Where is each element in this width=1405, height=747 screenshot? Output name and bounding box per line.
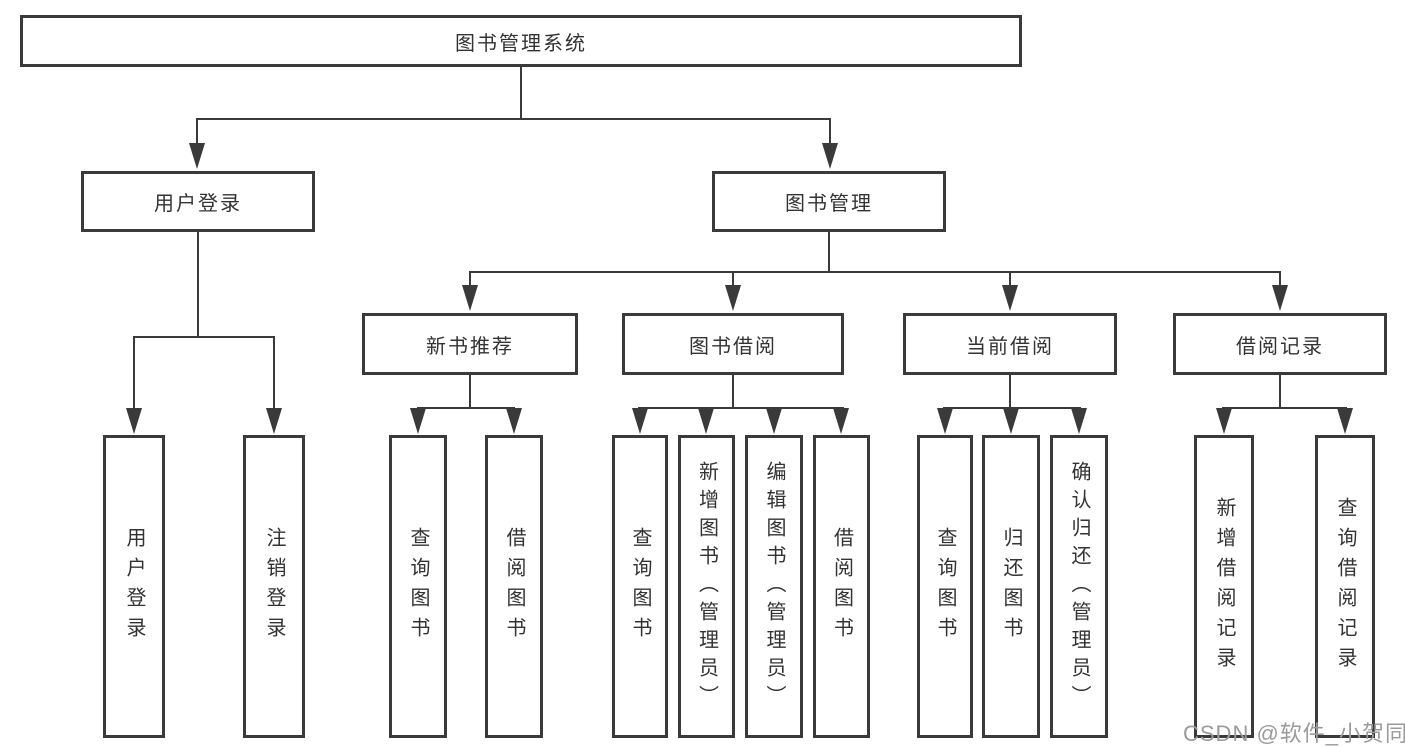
leaf-query-books-2: 查询图书 bbox=[612, 435, 668, 738]
leaf-query-borrow-record: 查询借阅记录 bbox=[1315, 435, 1375, 738]
leaf-edit-books-admin-label: 编辑图书（管理员） bbox=[763, 460, 785, 713]
leaf-confirm-return-admin: 确认归还（管理员） bbox=[1050, 435, 1108, 738]
arrowhead-down-icon bbox=[766, 408, 782, 434]
node-user-login-label: 用户登录 bbox=[154, 193, 242, 215]
node-root-label: 图书管理系统 bbox=[455, 32, 587, 55]
leaf-add-books-admin: 新增图书（管理员） bbox=[678, 435, 735, 738]
leaf-logout-label: 注销登录 bbox=[263, 526, 285, 647]
arrowhead-down-icon bbox=[833, 408, 849, 434]
node-borrow-records-label: 借阅记录 bbox=[1236, 335, 1324, 358]
leaf-borrow-books-1-label: 借阅图书 bbox=[503, 526, 525, 647]
arrowhead-down-icon bbox=[266, 408, 282, 434]
leaf-query-borrow-record-label: 查询借阅记录 bbox=[1334, 496, 1356, 677]
connector-stem bbox=[469, 271, 471, 287]
node-current-borrow-label: 当前借阅 bbox=[966, 335, 1054, 358]
node-new-book-recommend: 新书推荐 bbox=[362, 313, 578, 375]
connector-vline bbox=[828, 232, 830, 273]
node-book-borrow-label: 图书借阅 bbox=[689, 335, 777, 358]
leaf-return-books-label: 归还图书 bbox=[1000, 526, 1022, 647]
arrowhead-down-icon bbox=[1272, 285, 1288, 311]
leaf-borrow-books-2-label: 借阅图书 bbox=[830, 526, 853, 647]
node-new-book-recommend-label: 新书推荐 bbox=[426, 335, 514, 358]
node-book-management: 图书管理 bbox=[712, 171, 946, 232]
connector-hline bbox=[638, 407, 844, 409]
node-book-borrow: 图书借阅 bbox=[622, 313, 844, 375]
arrowhead-down-icon bbox=[725, 285, 741, 311]
node-user-login: 用户登录 bbox=[81, 171, 315, 232]
leaf-logout: 注销登录 bbox=[243, 435, 305, 738]
leaf-confirm-return-admin-label: 确认归还（管理员） bbox=[1068, 460, 1090, 713]
connector-hline bbox=[1222, 407, 1347, 409]
arrowhead-down-icon bbox=[126, 408, 142, 434]
leaf-user-login-label: 用户登录 bbox=[123, 526, 145, 647]
node-book-management-label: 图书管理 bbox=[785, 193, 873, 215]
leaf-query-books-2-label: 查询图书 bbox=[629, 526, 651, 647]
arrowhead-down-icon bbox=[1216, 408, 1232, 434]
leaf-borrow-books-1: 借阅图书 bbox=[485, 435, 543, 738]
csdn-watermark: CSDN @软件_小贺同学 bbox=[1183, 721, 1405, 746]
leaf-borrow-books-2: 借阅图书 bbox=[813, 435, 870, 738]
connector-vline bbox=[197, 232, 199, 338]
connector-hline bbox=[417, 407, 515, 409]
arrowhead-down-icon bbox=[1003, 408, 1019, 434]
arrowhead-down-icon bbox=[1002, 285, 1018, 311]
connector-stem bbox=[829, 118, 831, 146]
connector-hline bbox=[133, 336, 275, 338]
connector-stem bbox=[1279, 271, 1281, 287]
arrowhead-down-icon bbox=[410, 408, 426, 434]
connector-vline bbox=[1009, 375, 1011, 409]
connector-stem bbox=[273, 336, 275, 410]
leaf-query-books-3: 查询图书 bbox=[917, 435, 973, 738]
leaf-add-borrow-record: 新增借阅记录 bbox=[1194, 435, 1254, 738]
connector-stem bbox=[133, 336, 135, 410]
arrowhead-down-icon bbox=[189, 143, 205, 169]
connector-stem bbox=[732, 271, 734, 287]
arrowhead-down-icon bbox=[632, 408, 648, 434]
arrowhead-down-icon bbox=[698, 408, 714, 434]
node-borrow-records: 借阅记录 bbox=[1173, 313, 1387, 375]
connector-vline bbox=[732, 375, 734, 409]
arrowhead-down-icon bbox=[506, 408, 522, 434]
leaf-query-books-1-label: 查询图书 bbox=[407, 526, 429, 647]
node-current-borrow: 当前借阅 bbox=[903, 313, 1117, 375]
connector-stem bbox=[196, 118, 198, 146]
arrowhead-down-icon bbox=[822, 143, 838, 169]
connector-hline bbox=[469, 271, 1281, 273]
node-root: 图书管理系统 bbox=[20, 15, 1022, 67]
leaf-add-borrow-record-label: 新增借阅记录 bbox=[1213, 496, 1235, 677]
connector-vline bbox=[1279, 375, 1281, 409]
arrowhead-down-icon bbox=[462, 285, 478, 311]
connector-vline bbox=[520, 67, 522, 120]
leaf-query-books-3-label: 查询图书 bbox=[934, 526, 956, 647]
arrowhead-down-icon bbox=[1071, 408, 1087, 434]
connector-vline bbox=[469, 375, 471, 409]
leaf-edit-books-admin: 编辑图书（管理员） bbox=[745, 435, 803, 738]
arrowhead-down-icon bbox=[937, 408, 953, 434]
leaf-user-login: 用户登录 bbox=[103, 435, 165, 738]
connector-stem bbox=[1009, 271, 1011, 287]
leaf-return-books: 归还图书 bbox=[982, 435, 1040, 738]
arrowhead-down-icon bbox=[1337, 408, 1353, 434]
connector-hline bbox=[196, 118, 831, 120]
leaf-add-books-admin-label: 新增图书（管理员） bbox=[695, 460, 718, 713]
leaf-query-books-1: 查询图书 bbox=[389, 435, 447, 738]
